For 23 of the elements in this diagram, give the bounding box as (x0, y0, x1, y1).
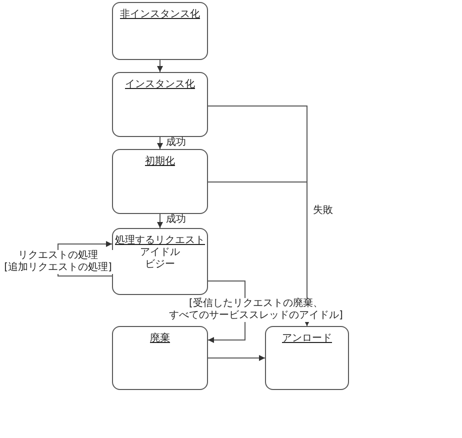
edge-label: 成功 (166, 214, 186, 226)
arrow (157, 136, 163, 150)
state-box (112, 149, 208, 214)
state-name: インスタンス化 (125, 79, 195, 91)
state-box (112, 228, 208, 295)
state-name: 初期化 (145, 156, 175, 168)
state-name: 処理するリクエスト (115, 235, 205, 247)
state-name: 廃棄 (150, 333, 170, 345)
arrow (208, 182, 310, 326)
state-box (112, 2, 208, 60)
state-box (112, 72, 208, 137)
state-box (265, 326, 349, 390)
substate-text: アイドル (140, 247, 180, 259)
edge-label: 失敗 (313, 205, 333, 217)
edge-label: リクエストの処理 [追加リクエストの処理] (2, 250, 114, 274)
state-name: 非インスタンス化 (120, 9, 200, 21)
arrow (157, 60, 163, 72)
state-box (112, 326, 208, 390)
arrow (208, 355, 266, 361)
state-name: アンロード (282, 333, 332, 345)
arrow (157, 214, 163, 228)
edge-label: 成功 (166, 137, 186, 149)
substate-text: ビジー (145, 259, 175, 271)
